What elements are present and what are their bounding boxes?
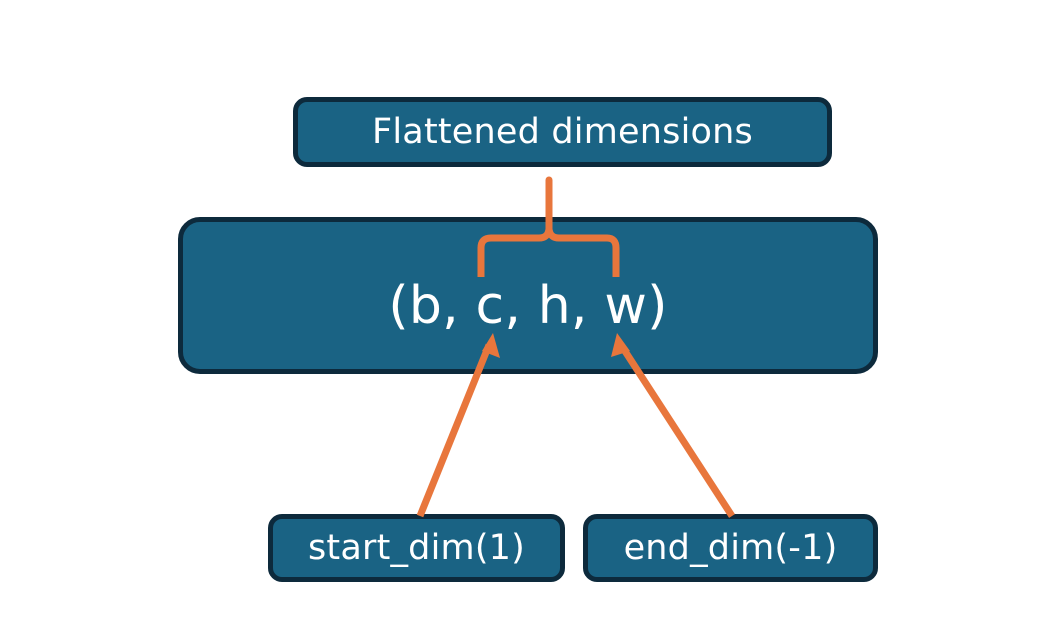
node-start-dim[interactable]: start_dim(1) — [268, 514, 565, 582]
node-flattened-dimensions-label: Flattened dimensions — [372, 112, 753, 152]
node-end-dim-label: end_dim(-1) — [623, 528, 838, 568]
node-flattened-dimensions[interactable]: Flattened dimensions — [293, 97, 832, 167]
node-tensor-shape[interactable]: (b, c, h, w) — [178, 217, 878, 374]
node-start-dim-label: start_dim(1) — [307, 528, 526, 568]
node-end-dim[interactable]: end_dim(-1) — [583, 514, 878, 582]
node-tensor-shape-label: (b, c, h, w) — [388, 275, 668, 336]
